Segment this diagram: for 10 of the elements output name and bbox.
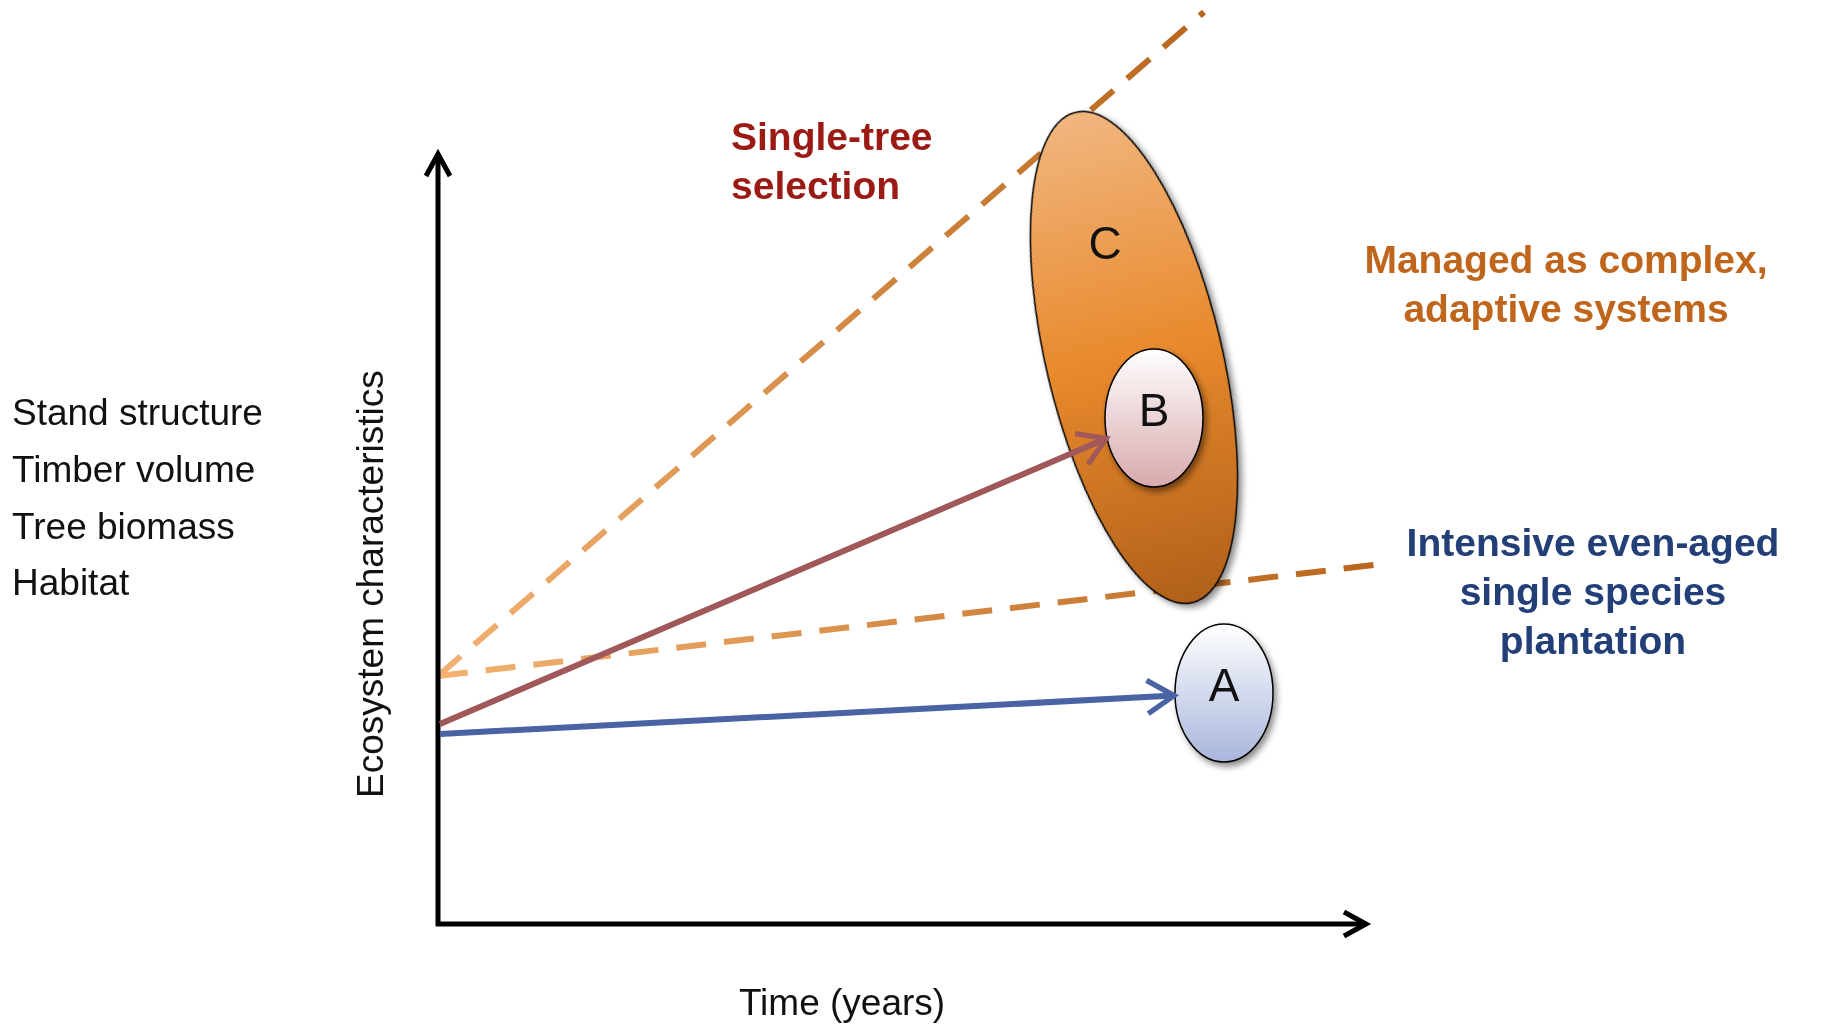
node-letter: A [1208,662,1240,708]
arrow [439,677,1177,737]
annotation-label: Managed as complex, adaptive systems [1363,237,1769,332]
annotation-label: Intensive even-aged single species plantation [1405,520,1781,664]
axis-title: Ecosystem characteristics [348,369,392,800]
node-letter: C [1088,220,1122,266]
annotation-label: Single-tree selection [731,114,934,209]
node-letter: B [1138,387,1170,433]
arrow [438,431,1109,727]
axis-title: Time (years) [737,981,947,1025]
